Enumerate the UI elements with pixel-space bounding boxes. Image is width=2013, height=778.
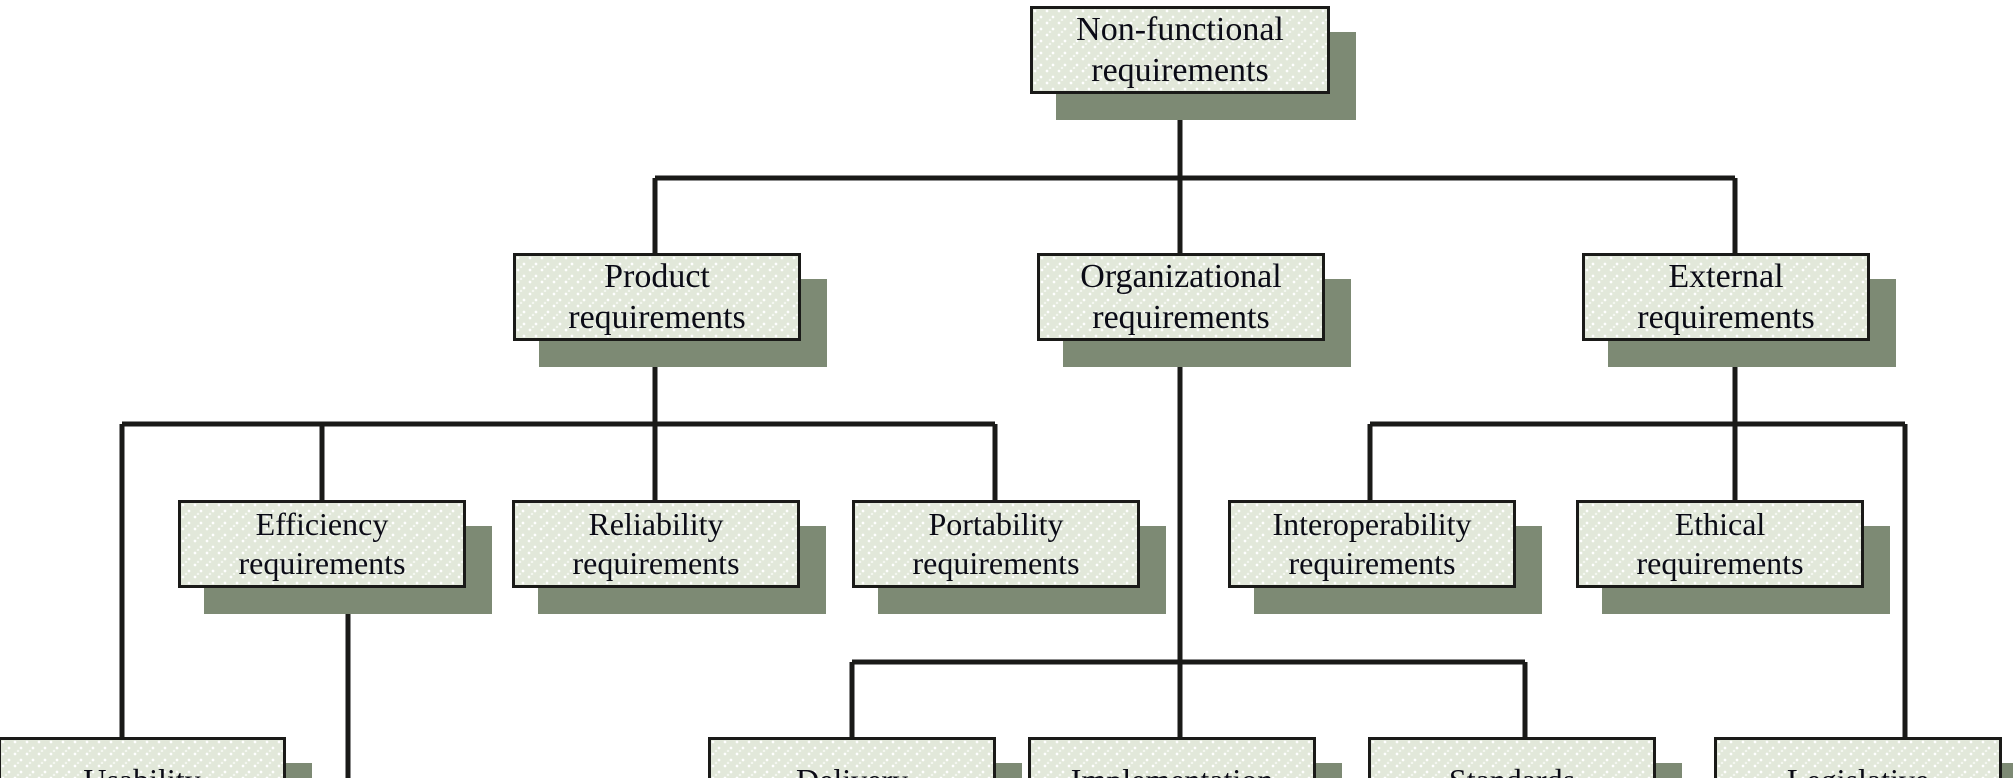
node-label-line1: Ethical	[1674, 505, 1766, 542]
node-label-line1: Interoperability	[1272, 505, 1472, 542]
node-root[interactable]: Non-functional requirements	[1030, 6, 1330, 94]
node-label-line2: requirements	[1091, 52, 1269, 89]
node-implementation[interactable]: Implementation	[1028, 737, 1316, 778]
node-label-line2: requirements	[572, 545, 740, 581]
node-label-line1: External	[1668, 257, 1784, 295]
node-label-line2: requirements	[1288, 545, 1456, 581]
node-label-line1: Portability	[928, 505, 1064, 542]
node-label-line1: Non-functional	[1076, 10, 1284, 48]
node-label-line2: requirements	[568, 299, 746, 336]
node-delivery[interactable]: Delivery	[708, 737, 996, 778]
node-label-line1: Legislative	[1787, 761, 1929, 778]
node-label-line1: Efficiency	[255, 505, 389, 542]
node-label-line2: requirements	[238, 545, 406, 581]
node-label-line1: Reliability	[588, 505, 724, 542]
node-label-line2: requirements	[1092, 299, 1270, 336]
node-label-line1: Organizational	[1080, 257, 1282, 295]
node-label-line1: Product	[604, 257, 710, 295]
node-organizational[interactable]: Organizational requirements	[1037, 253, 1325, 341]
node-label-line1: Implementation	[1071, 761, 1274, 778]
node-label-line2: requirements	[912, 545, 1080, 581]
node-label-line1: Usability	[83, 761, 200, 778]
node-label-line1: Standards	[1449, 761, 1575, 778]
node-label-line2: requirements	[1636, 545, 1804, 581]
node-usability[interactable]: Usability	[0, 737, 286, 778]
node-legislative[interactable]: Legislative	[1714, 737, 2002, 778]
node-label-line1: Delivery	[796, 761, 908, 778]
node-label-line2: requirements	[1637, 299, 1815, 336]
node-external[interactable]: External requirements	[1582, 253, 1870, 341]
node-product[interactable]: Product requirements	[513, 253, 801, 341]
node-standards[interactable]: Standards	[1368, 737, 1656, 778]
